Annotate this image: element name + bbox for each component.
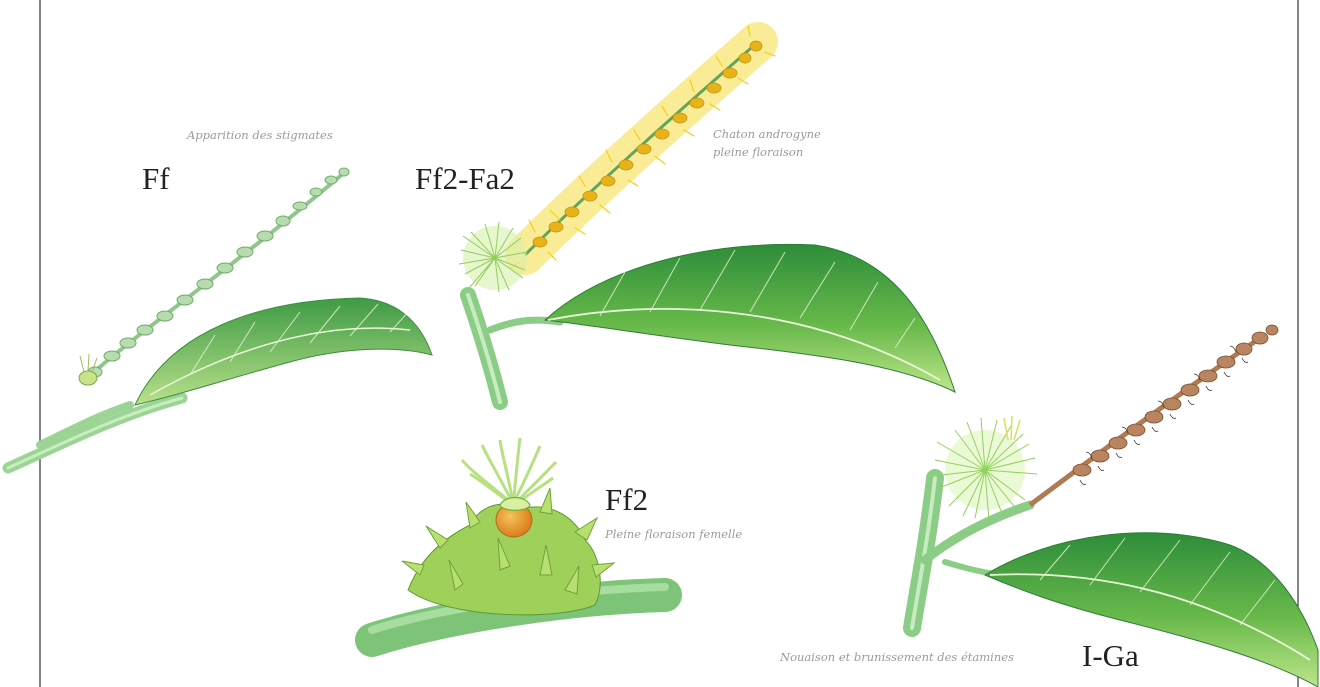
- ff-code: Ff: [142, 161, 170, 196]
- i-ga-illustration: [912, 325, 1318, 687]
- ff2-fa2-code: Ff2-Fa2: [415, 161, 515, 196]
- ff2-code: Ff2: [605, 482, 648, 517]
- i-ga-caption: Nouaison et brunissement des étamines: [779, 650, 1014, 664]
- ff-illustration: [8, 168, 432, 468]
- i-ga-code: I-Ga: [1082, 638, 1139, 673]
- ff2-fa2-illustration: [459, 26, 955, 402]
- ff2-fa2-caption-line-2: pleine floraison: [713, 145, 803, 159]
- ff2-fa2-caption-line-1: Chaton androgyne: [713, 127, 821, 141]
- ff2-caption: Pleine floraison femelle: [604, 527, 742, 541]
- ff-caption: Apparition des stigmates: [186, 128, 333, 142]
